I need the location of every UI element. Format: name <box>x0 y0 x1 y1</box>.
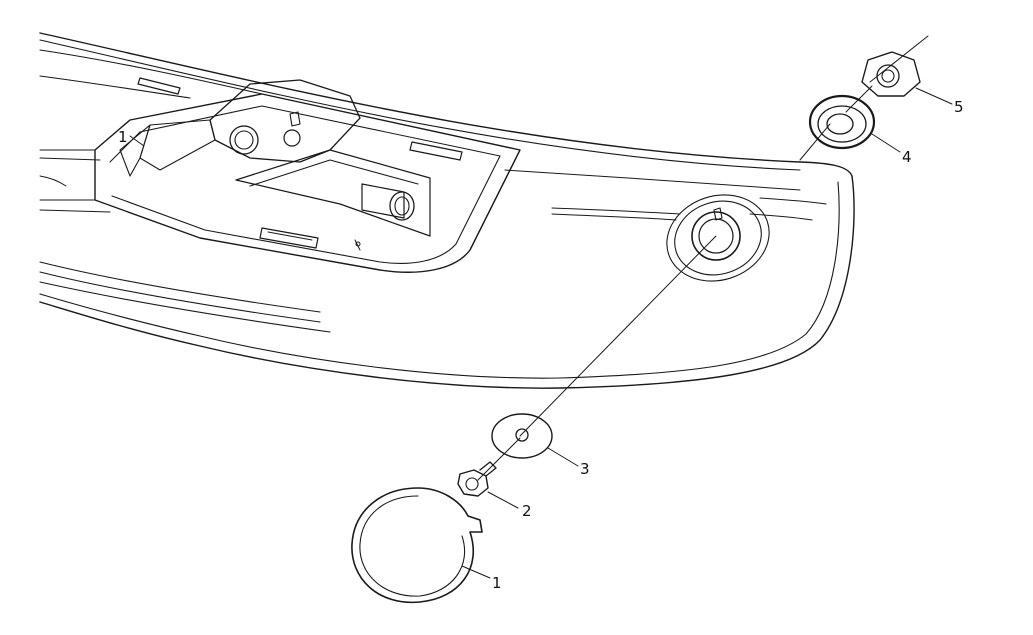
callout-cover: 1 <box>492 574 502 592</box>
license-pocket <box>39 77 521 273</box>
callout-leaders <box>129 87 953 579</box>
nut-part <box>861 51 921 97</box>
bolt-part <box>457 461 497 497</box>
washer-part <box>491 413 553 459</box>
callout-part-1: 1 <box>118 128 128 146</box>
explode-lines <box>477 35 929 481</box>
callout-bolt: 2 <box>522 502 532 520</box>
cover-part <box>351 487 483 604</box>
grommet-part <box>808 94 876 150</box>
bumper-fascia <box>39 32 855 389</box>
callout-washer: 3 <box>580 460 590 478</box>
tow-eye-recess <box>666 194 770 282</box>
callout-grommet: 4 <box>902 148 912 166</box>
callout-nut: 5 <box>954 98 964 116</box>
